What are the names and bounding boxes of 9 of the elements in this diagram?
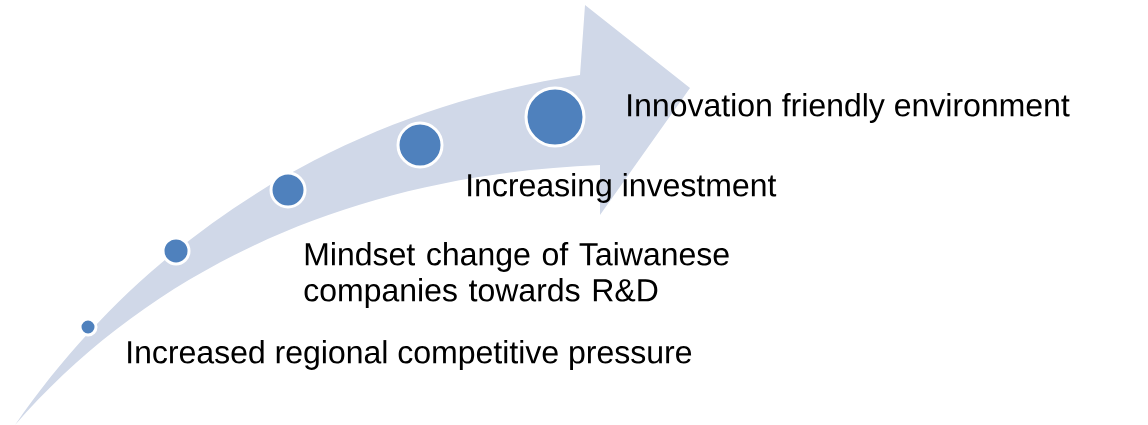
- milestone-dot: [396, 121, 444, 169]
- milestone-dot: [161, 236, 191, 266]
- milestone-dot: [524, 86, 586, 148]
- milestone-dot: [269, 171, 307, 209]
- milestone-label: Innovation friendly environment: [628, 93, 1070, 123]
- milestone-label: Mindset change of Taiwanese companies towards R&D: [304, 242, 729, 308]
- milestone-dot: [78, 317, 98, 337]
- milestone-label: Increased regional competitive pressure: [128, 340, 692, 370]
- milestone-label: Increasing investment: [468, 173, 777, 203]
